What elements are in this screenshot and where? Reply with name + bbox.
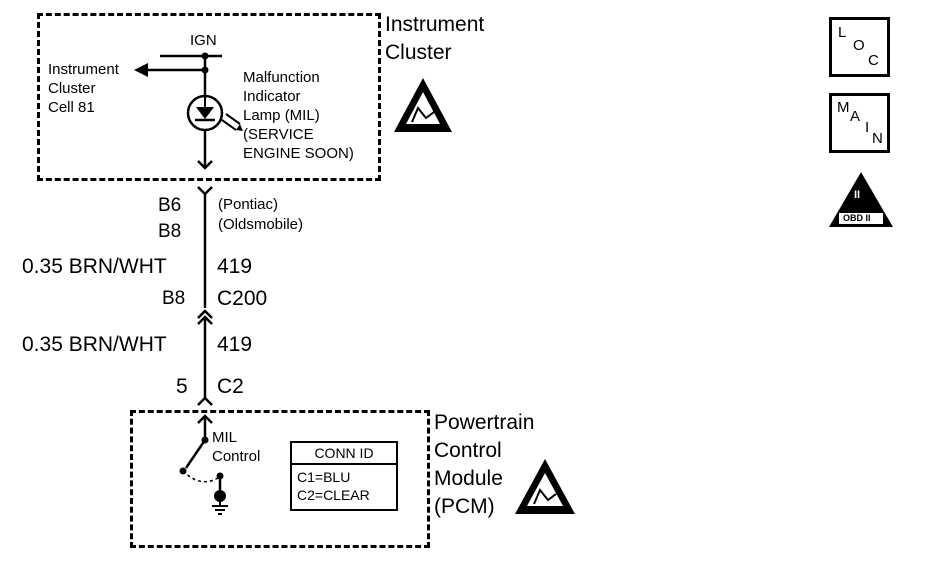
loc-icon[interactable]: L O C [829, 17, 890, 77]
connector-name: C200 [217, 287, 268, 310]
cluster-ref-line3: Cell 81 [48, 99, 95, 116]
pcm-title-line2: Control [434, 439, 502, 462]
connector-id-c1: C1=BLU [297, 469, 351, 485]
mil-label-line5: ENGINE SOON) [243, 145, 354, 162]
connector-id-header: CONN ID [292, 443, 396, 465]
pcm-pin: 5 [176, 375, 188, 398]
obd-ii-icon [829, 172, 893, 227]
esd-warning-icon [515, 459, 575, 514]
pin-b6: B6 [158, 195, 182, 216]
mil-label-line3: Lamp (MIL) [243, 107, 320, 124]
instrument-cluster-title: Instrument [385, 13, 485, 36]
wire1-gauge-color: 0.35 BRN/WHT [22, 255, 167, 278]
cluster-ref-line1: Instrument [48, 61, 119, 78]
cluster-ref-line2: Cluster [48, 80, 96, 97]
pcm-box [130, 410, 430, 548]
main-icon[interactable]: M A I N [829, 93, 890, 153]
mil-label-line1: Malfunction [243, 69, 320, 86]
arrow-left-icon [134, 63, 148, 77]
wire1-circuit: 419 [217, 255, 253, 278]
obd-roman: II [854, 189, 861, 201]
pcm-title-line4: (PCM) [434, 495, 495, 518]
esd-warning-icon [394, 78, 452, 132]
ground-icon [212, 490, 228, 515]
instrument-cluster-title-line2: Cluster [385, 41, 452, 64]
instrument-cluster-box [37, 13, 381, 181]
connector-id-c2: C2=CLEAR [297, 487, 370, 503]
obd-label: OBD II [843, 213, 871, 223]
connector-id-table: CONN ID C1=BLU C2=CLEAR [290, 441, 398, 511]
mil-label-line2: Indicator [243, 88, 301, 105]
pin-b8-note: (Oldsmobile) [218, 216, 304, 233]
wire2-circuit: 419 [217, 333, 253, 356]
wire2-gauge-color: 0.35 BRN/WHT [22, 333, 167, 356]
pcm-connector: C2 [217, 375, 244, 398]
switch-label-line2: Control [212, 448, 261, 465]
switch-icon [179, 436, 224, 490]
pin-b6-note: (Pontiac) [218, 196, 279, 213]
pin-b8: B8 [158, 221, 182, 242]
ign-label: IGN [190, 32, 217, 49]
pcm-title-line1: Powertrain [434, 411, 535, 434]
mil-label-line4: (SERVICE [243, 126, 314, 143]
connector-pin: B8 [162, 288, 186, 309]
pcm-title-line3: Module [434, 467, 503, 490]
switch-label-line1: MIL [212, 429, 238, 446]
